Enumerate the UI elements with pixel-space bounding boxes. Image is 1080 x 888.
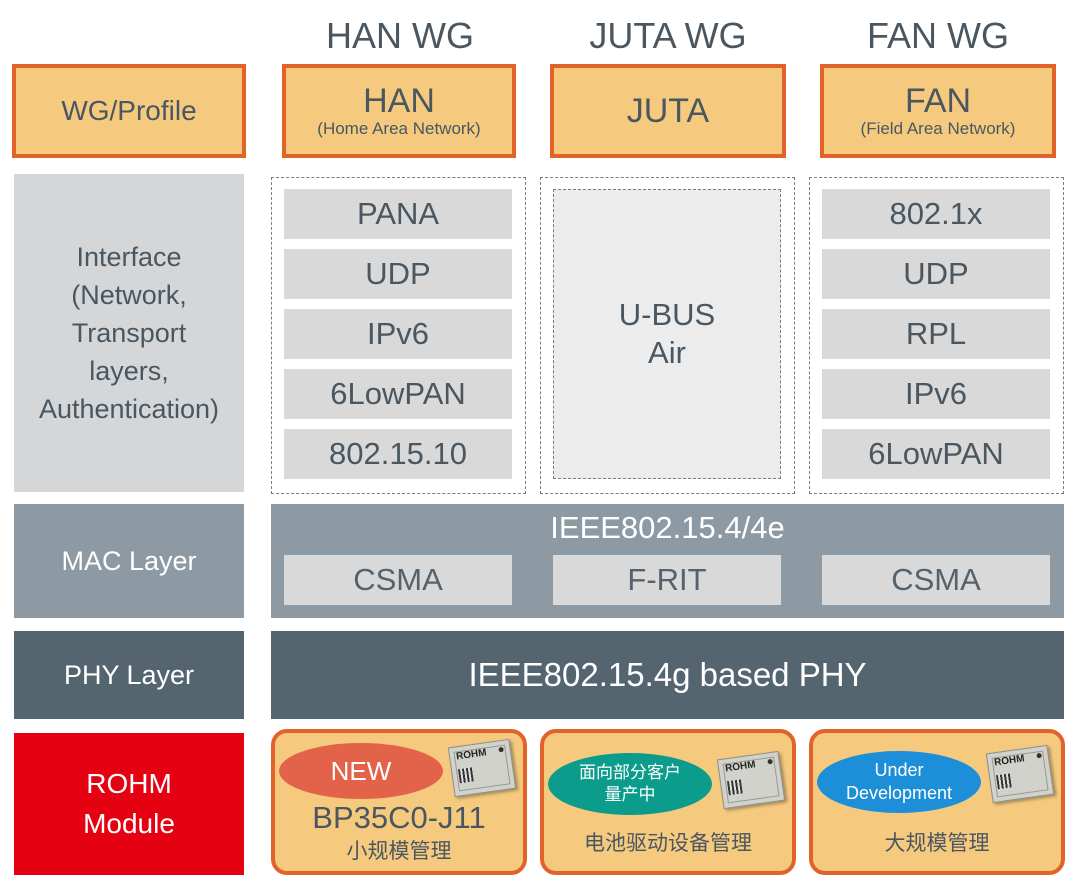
fan-wg-header: FAN WG [867, 15, 1009, 56]
juta-air-line: Air [648, 335, 686, 370]
phy-title: IEEE802.15.4g based PHY [468, 656, 867, 693]
chip-module-icon: ROHM [447, 738, 517, 798]
profile-han-sub: (Home Area Network) [317, 119, 481, 138]
chip-module-icon: ROHM [716, 750, 786, 810]
phy-layer-text: PHY Layer [63, 660, 195, 690]
han-proto-udp: UDP [284, 249, 512, 299]
interface-label-line: Interface [76, 242, 182, 272]
rohm-module-line: Module [83, 808, 175, 839]
juta-ubus-line: U-BUS [618, 297, 716, 332]
fan-proto-udp: UDP [822, 249, 1050, 299]
interface-label: Interface (Network, Transport layers, Au… [14, 174, 244, 492]
interface-label-line: Authentication) [38, 394, 220, 424]
fan-proto-6lowpan: 6LowPAN [822, 429, 1050, 479]
han-stack [271, 177, 526, 494]
badge-new-text: NEW [330, 755, 392, 786]
wg-profile-text: WG/Profile [61, 95, 197, 126]
profile-juta: JUTA [550, 64, 786, 158]
fan-proto-rpl: RPL [822, 309, 1050, 359]
module-han: NEW ROHM BP35C0-J11 小规模管理 [271, 729, 527, 875]
han-proto-802-15-10: 802.15.10 [284, 429, 512, 479]
badge-juta-line: 量产中 [604, 785, 656, 804]
module-fan-desc: 大规模管理 [884, 832, 990, 855]
badge-juta-line: 面向部分客户 [579, 763, 681, 782]
chip-module-icon: ROHM [985, 744, 1055, 804]
profile-juta-name: JUTA [626, 92, 710, 130]
han-proto-pana: PANA [284, 189, 512, 239]
han-proto-ipv6: IPv6 [284, 309, 512, 359]
module-han-desc: 小规模管理 [346, 840, 452, 863]
mac-cell-csma-han: CSMA [284, 555, 512, 605]
badge-fan-line: Under [874, 760, 924, 780]
mac-layer-box: IEEE802.15.4/4e CSMA F-RIT CSMA [271, 504, 1064, 618]
phy-layer-label: PHY Layer [14, 631, 244, 719]
wg-profile-label: WG/Profile [12, 64, 246, 158]
module-juta-desc: 电池驱动设备管理 [584, 832, 752, 855]
module-fan: Under Development ROHM 大规模管理 [809, 729, 1065, 875]
module-juta: 面向部分客户 量产中 ROHM 电池驱动设备管理 [540, 729, 796, 875]
profile-fan-sub: (Field Area Network) [860, 119, 1016, 138]
mac-cell-csma-fan: CSMA [822, 555, 1050, 605]
module-han-name: BP35C0-J11 [312, 800, 486, 835]
profile-han: HAN (Home Area Network) [282, 64, 516, 158]
rohm-module-label: ROHM Module [14, 733, 244, 875]
mac-layer-label: MAC Layer [14, 504, 244, 618]
phy-layer-box: IEEE802.15.4g based PHY [271, 631, 1064, 719]
badge-mass-production: 面向部分客户 量产中 [548, 753, 712, 815]
fan-proto-802-1x: 802.1x [822, 189, 1050, 239]
badge-under-development: Under Development [817, 751, 981, 813]
rohm-module-line: ROHM [86, 768, 172, 799]
badge-fan-line: Development [845, 783, 953, 803]
fan-proto-ipv6: IPv6 [822, 369, 1050, 419]
fan-stack [809, 177, 1064, 494]
profile-fan-name: FAN [904, 82, 972, 120]
interface-label-line: layers, [89, 356, 169, 386]
profile-fan: FAN (Field Area Network) [820, 64, 1056, 158]
mac-title: IEEE802.15.4/4e [550, 510, 785, 545]
juta-stack [540, 177, 795, 494]
profile-han-name: HAN [363, 82, 435, 120]
han-proto-6lowpan: 6LowPAN [284, 369, 512, 419]
badge-new: NEW [279, 743, 443, 799]
mac-layer-text: MAC Layer [61, 546, 197, 576]
interface-label-line: (Network, [71, 280, 187, 310]
han-wg-header: HAN WG [326, 15, 474, 56]
interface-label-line: Transport [71, 318, 187, 348]
juta-wg-header: JUTA WG [589, 15, 747, 56]
mac-cell-frit: F-RIT [553, 555, 781, 605]
juta-ubus-air: U-BUS Air [553, 189, 781, 479]
